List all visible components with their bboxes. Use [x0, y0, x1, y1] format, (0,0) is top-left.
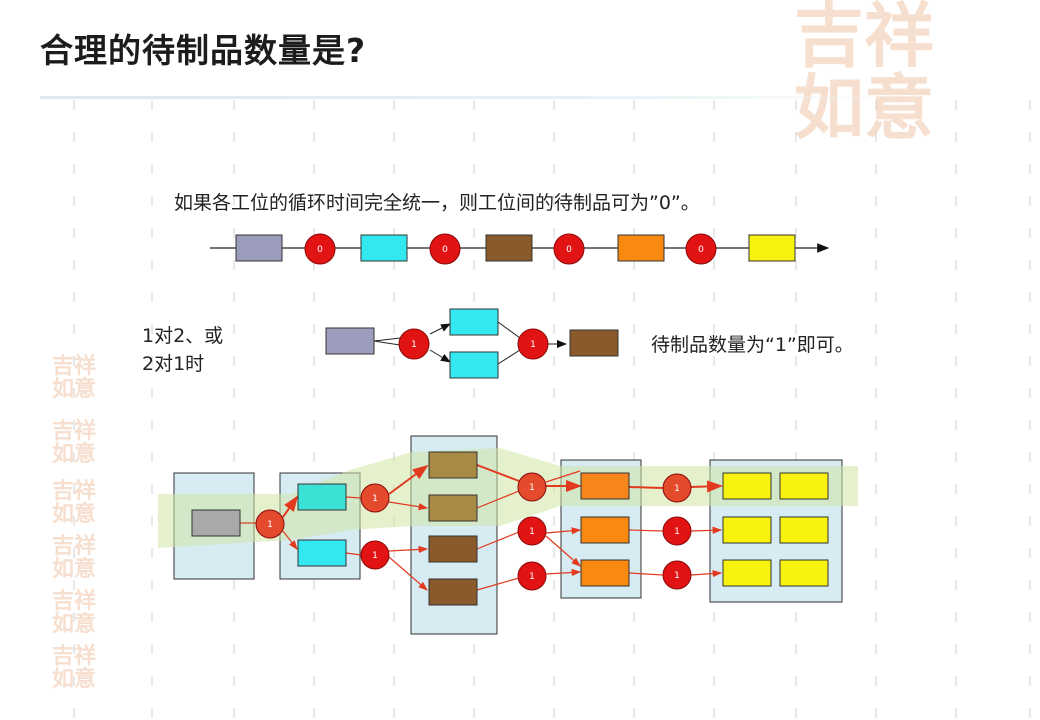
row1-station-1: [235, 234, 283, 262]
row1-station-2: [360, 234, 408, 262]
svg-text:1: 1: [674, 571, 680, 581]
row1-buffer-4: 0: [685, 233, 717, 265]
row1-buffer-2: 0: [429, 233, 461, 265]
row2-buffer-1: 1: [398, 328, 430, 360]
watermark-seal-small: 吉祥如意: [51, 478, 96, 527]
row3-stage2-box-upper: [297, 483, 347, 511]
row3-buffer: 1: [662, 473, 692, 503]
row3-buffer: 1: [517, 561, 547, 591]
row3-stage3-box-3: [428, 535, 478, 563]
row3-highlight-band: [158, 448, 858, 548]
watermark-seal-small: 吉祥如意: [51, 533, 96, 582]
watermark-seal-small: 吉祥如意: [51, 588, 96, 637]
row1-station-4: [617, 234, 665, 262]
watermark-seal-small: 吉祥如意: [51, 643, 96, 692]
row1-station-5: [748, 234, 796, 262]
row3-stage5-box-2: [779, 472, 829, 500]
svg-text:1: 1: [372, 494, 378, 504]
row3-buffer: 1: [360, 483, 390, 513]
watermark-seal-large: 吉祥 如意: [794, 0, 934, 149]
row2-left-text: 1对2、或 2对1时: [142, 322, 223, 378]
svg-text:1: 1: [529, 527, 535, 537]
row3-buffer: 1: [517, 472, 547, 502]
row2-right-text: 待制品数量为“1”即可。: [651, 334, 854, 356]
row3-buffer: 1: [662, 560, 692, 590]
row3-buffer: 1: [360, 540, 390, 570]
row3-stage5-box-3: [722, 516, 772, 544]
row3-buffer: 1: [662, 516, 692, 546]
row2-left-line2: 2对1时: [142, 353, 205, 375]
row2-left-line1: 1对2、或: [142, 325, 224, 347]
row3-stage1-box: [191, 509, 241, 537]
row3-buffer: 1: [255, 509, 285, 539]
row1-buffer-1: 0: [304, 233, 336, 265]
row3-stage5-box-4: [779, 516, 829, 544]
svg-text:0: 0: [566, 245, 572, 255]
page-title: 合理的待制品数量是?: [40, 31, 367, 70]
svg-text:1: 1: [530, 340, 536, 350]
watermark-seal-small: 吉祥如意: [51, 353, 96, 402]
row3-stage5-box-1: [722, 472, 772, 500]
row3-stage3-box-1: [428, 451, 478, 479]
row3-stage4-box-3: [580, 559, 630, 587]
background-dash-lines: [73, 100, 1031, 720]
row3-stage3-box-4: [428, 578, 478, 606]
row2-station-start: [325, 327, 375, 355]
row2-buffer-2: 1: [517, 328, 549, 360]
row2-station-upper: [449, 308, 499, 336]
svg-text:1: 1: [529, 572, 535, 582]
row1-description: 如果各工位的循环时间完全统一，则工位间的待制品可为”0”。: [174, 192, 700, 214]
row3-stage5-box-5: [722, 559, 772, 587]
row3-buffer: 1: [517, 516, 547, 546]
svg-text:0: 0: [698, 245, 704, 255]
svg-text:1: 1: [529, 483, 535, 493]
watermark-seal-small: 吉祥如意: [51, 418, 96, 467]
svg-text:1: 1: [411, 340, 417, 350]
row1-buffer-3: 0: [553, 233, 585, 265]
row3-stage4-box-2: [580, 516, 630, 544]
svg-text:1: 1: [674, 527, 680, 537]
row2-station-end: [569, 329, 619, 357]
row2-station-lower: [449, 351, 499, 379]
svg-text:0: 0: [442, 245, 448, 255]
svg-text:1: 1: [674, 484, 680, 494]
svg-text:1: 1: [372, 551, 378, 561]
row3-stage2-box-lower: [297, 539, 347, 567]
row3-stage3-box-2: [428, 494, 478, 522]
row3-stage5-box-6: [779, 559, 829, 587]
row3-stage4-box-1: [580, 472, 630, 500]
svg-text:0: 0: [317, 245, 323, 255]
title-divider: [40, 96, 900, 99]
row1-station-3: [485, 234, 533, 262]
svg-text:1: 1: [267, 520, 273, 530]
